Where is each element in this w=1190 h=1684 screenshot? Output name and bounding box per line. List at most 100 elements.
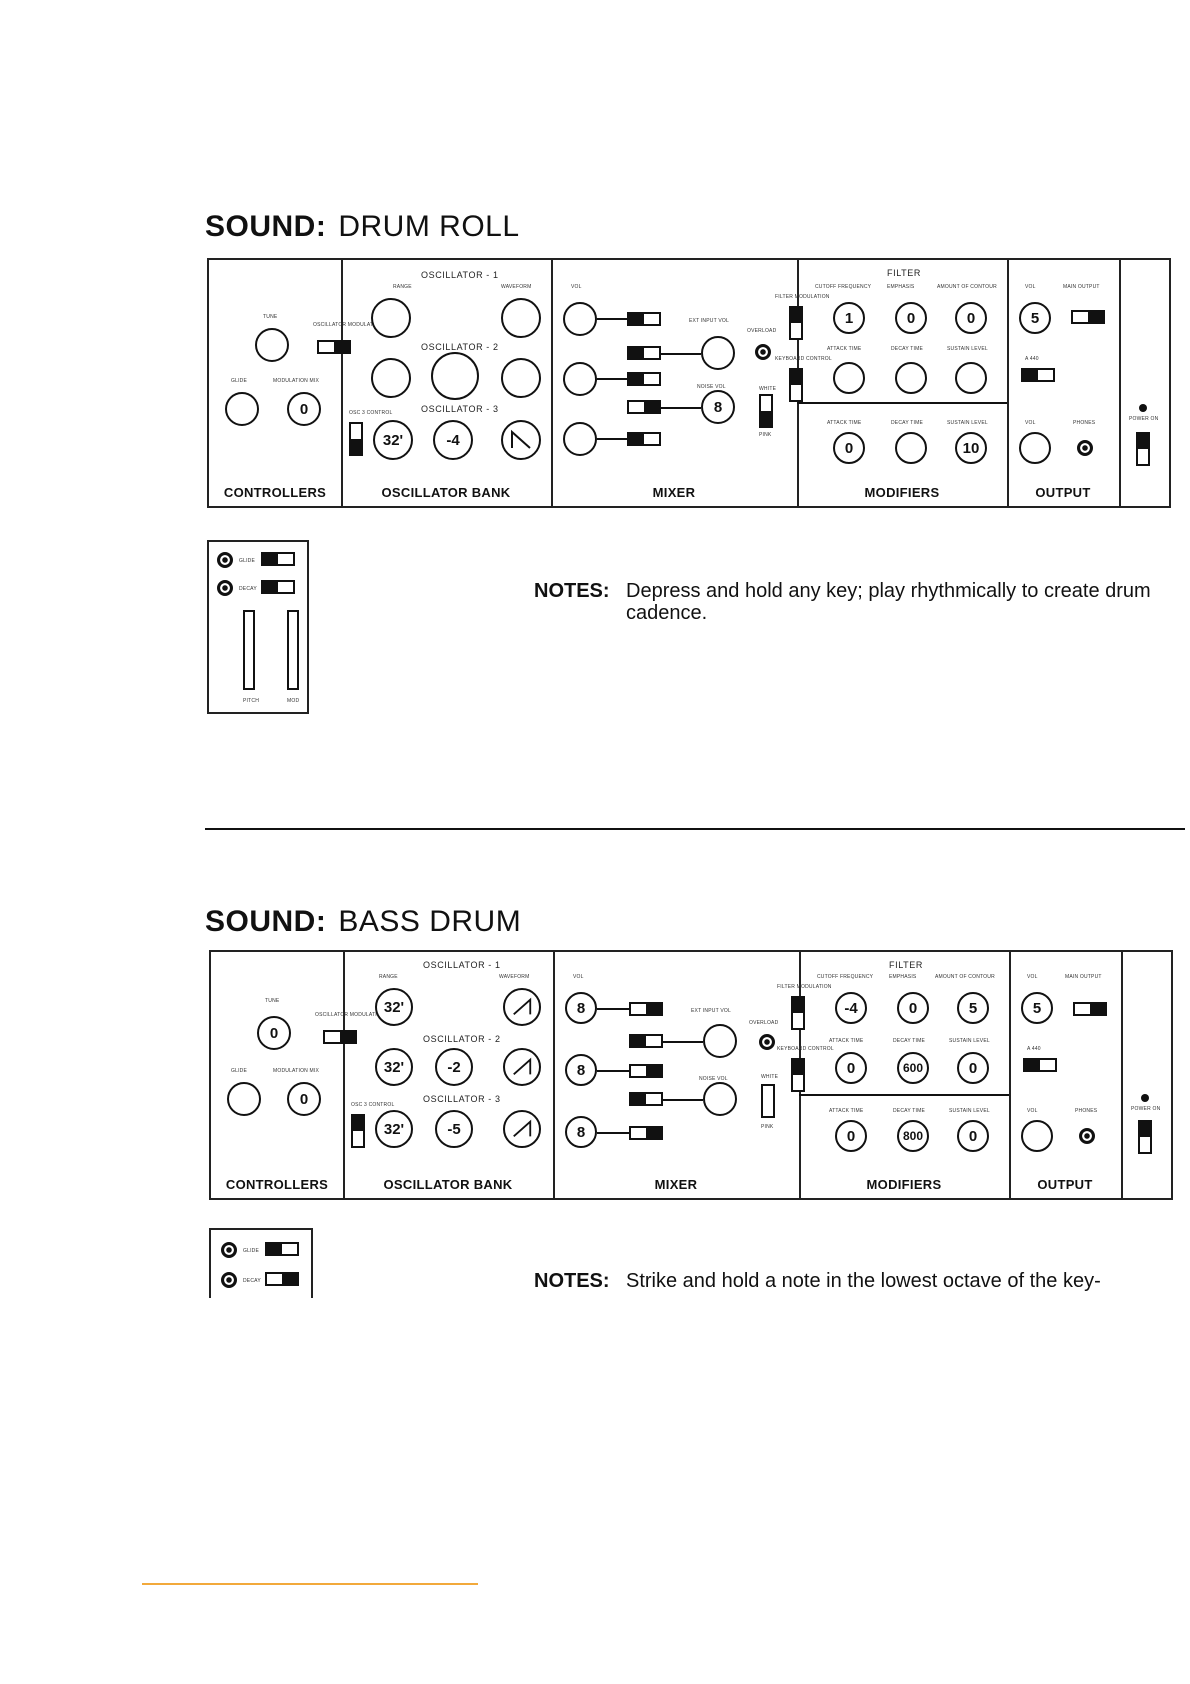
osc2-waveform-knob[interactable]: [501, 358, 541, 398]
osc2-header-2: OSCILLATOR - 2: [423, 1034, 501, 1044]
main-output-switch[interactable]: [1071, 310, 1105, 324]
glide-knob[interactable]: [225, 392, 259, 426]
sound-title-2: SOUND:BASS DRUM: [205, 905, 521, 939]
mod-decay-knob[interactable]: [895, 432, 927, 464]
filter-modulation-switch-2[interactable]: [791, 996, 805, 1030]
main-output-label: MAIN OUTPUT: [1063, 284, 1100, 290]
mod-decay-knob-2[interactable]: 800: [897, 1120, 929, 1152]
mixer-osc1-knob[interactable]: [563, 302, 597, 336]
decay-jack[interactable]: [217, 580, 233, 596]
mixer-osc1-switch-2[interactable]: [629, 1002, 663, 1016]
mixer-osc2-knob-2[interactable]: 8: [565, 1054, 597, 1086]
contour-knob-2[interactable]: 5: [957, 992, 989, 1024]
a440-switch[interactable]: [1021, 368, 1055, 382]
osc1-range-knob-2[interactable]: 32': [375, 988, 413, 1026]
mixer-osc2-switch-2[interactable]: [629, 1064, 663, 1078]
mixer-osc2-knob[interactable]: [563, 362, 597, 396]
mod-attack-knob-2[interactable]: 0: [835, 1120, 867, 1152]
a440-switch-2[interactable]: [1023, 1058, 1057, 1072]
osc-modulation-switch-2[interactable]: [323, 1030, 357, 1044]
osc1-waveform-knob[interactable]: [501, 298, 541, 338]
noise-type-switch[interactable]: [759, 394, 773, 428]
mixer-osc3-switch[interactable]: [627, 432, 661, 446]
osc-modulation-switch[interactable]: [317, 340, 351, 354]
osc3-control-switch[interactable]: [349, 422, 363, 456]
glide-jack-2[interactable]: [221, 1242, 237, 1258]
osc3-waveform-knob-2[interactable]: [503, 1110, 541, 1148]
keyboard-control-switch[interactable]: [789, 368, 803, 402]
decay-jack-2[interactable]: [221, 1272, 237, 1288]
phones-jack-2[interactable]: [1079, 1128, 1095, 1144]
filter-decay-knob[interactable]: [895, 362, 927, 394]
filter-sustain-knob-2[interactable]: 0: [957, 1052, 989, 1084]
osc1-range-knob[interactable]: [371, 298, 411, 338]
pitch-wheel[interactable]: [243, 610, 255, 690]
main-vol-knob[interactable]: 5: [1019, 302, 1051, 334]
filter-attack-knob-2[interactable]: 0: [835, 1052, 867, 1084]
osc2-waveform-knob-2[interactable]: [503, 1048, 541, 1086]
mixer-noise-switch[interactable]: [627, 400, 661, 414]
noise-type-switch-2[interactable]: [761, 1084, 775, 1118]
main-vol-knob-2[interactable]: 5: [1021, 992, 1053, 1024]
modulation-mix-knob-2[interactable]: 0: [287, 1082, 321, 1116]
mixer-ext-switch[interactable]: [627, 346, 661, 360]
notes: NOTES: Depress and hold any key; play rh…: [534, 580, 1190, 640]
mod-sustain-knob[interactable]: 10: [955, 432, 987, 464]
noise-vol-knob-2[interactable]: [703, 1082, 737, 1116]
osc1-waveform-knob-2[interactable]: [503, 988, 541, 1026]
decay-switch[interactable]: [261, 580, 295, 594]
mixer-osc3-switch-2[interactable]: [629, 1126, 663, 1140]
mixer-osc2-switch[interactable]: [627, 372, 661, 386]
osc2-range-knob-2[interactable]: 32': [375, 1048, 413, 1086]
emphasis-knob-2[interactable]: 0: [897, 992, 929, 1024]
cutoff-knob[interactable]: 1: [833, 302, 865, 334]
cutoff-knob-2[interactable]: -4: [835, 992, 867, 1024]
ext-input-vol-knob-2[interactable]: [703, 1024, 737, 1058]
power-switch-2[interactable]: [1138, 1120, 1152, 1154]
ext-input-vol-knob[interactable]: [701, 336, 735, 370]
mixer-osc3-knob[interactable]: [563, 422, 597, 456]
contour-knob[interactable]: 0: [955, 302, 987, 334]
glide-jack[interactable]: [217, 552, 233, 568]
filter-sustain-knob[interactable]: [955, 362, 987, 394]
mixer-ext-switch-2[interactable]: [629, 1034, 663, 1048]
tune-knob-2[interactable]: 0: [257, 1016, 291, 1050]
glide-switch-2[interactable]: [265, 1242, 299, 1256]
phones-vol-label-2: VOL: [1027, 1108, 1038, 1114]
mixer-osc1-switch[interactable]: [627, 312, 661, 326]
mixer-noise-switch-2[interactable]: [629, 1092, 663, 1106]
osc2-frequency-knob-2[interactable]: -2: [435, 1048, 473, 1086]
osc3-range-knob-2[interactable]: 32': [375, 1110, 413, 1148]
filter-attack-knob[interactable]: [833, 362, 865, 394]
osc3-waveform-knob[interactable]: [501, 420, 541, 460]
filter-decay-knob-2[interactable]: 600: [897, 1052, 929, 1084]
keyboard-control-switch-2[interactable]: [791, 1058, 805, 1092]
osc3-frequency-knob[interactable]: -4: [433, 420, 473, 460]
osc2-frequency-knob[interactable]: [431, 352, 479, 400]
noise-vol-knob[interactable]: 8: [701, 390, 735, 424]
tune-knob[interactable]: [255, 328, 289, 362]
emphasis-knob[interactable]: 0: [895, 302, 927, 334]
osc3-control-label-2: OSC 3 CONTROL: [351, 1102, 395, 1108]
phones-vol-knob[interactable]: [1019, 432, 1051, 464]
mixer-osc3-knob-2[interactable]: 8: [565, 1116, 597, 1148]
osc3-range-knob[interactable]: 32': [373, 420, 413, 460]
osc3-frequency-knob-2[interactable]: -5: [435, 1110, 473, 1148]
power-switch[interactable]: [1136, 432, 1150, 466]
glide-switch[interactable]: [261, 552, 295, 566]
glide-knob-2[interactable]: [227, 1082, 261, 1116]
mixer-osc1-knob-2[interactable]: 8: [565, 992, 597, 1024]
modulation-mix-knob[interactable]: 0: [287, 392, 321, 426]
mod-sustain-knob-2[interactable]: 0: [957, 1120, 989, 1152]
osc2-range-knob[interactable]: [371, 358, 411, 398]
mod-wheel[interactable]: [287, 610, 299, 690]
mixer-vol-label-2: VOL: [573, 974, 584, 980]
mod-attack-knob[interactable]: 0: [833, 432, 865, 464]
filter-modulation-switch[interactable]: [789, 306, 803, 340]
osc3-control-label: OSC 3 CONTROL: [349, 410, 393, 416]
decay-switch-2[interactable]: [265, 1272, 299, 1286]
phones-jack[interactable]: [1077, 440, 1093, 456]
main-output-switch-2[interactable]: [1073, 1002, 1107, 1016]
osc3-control-switch-2[interactable]: [351, 1114, 365, 1148]
phones-vol-knob-2[interactable]: [1021, 1120, 1053, 1152]
